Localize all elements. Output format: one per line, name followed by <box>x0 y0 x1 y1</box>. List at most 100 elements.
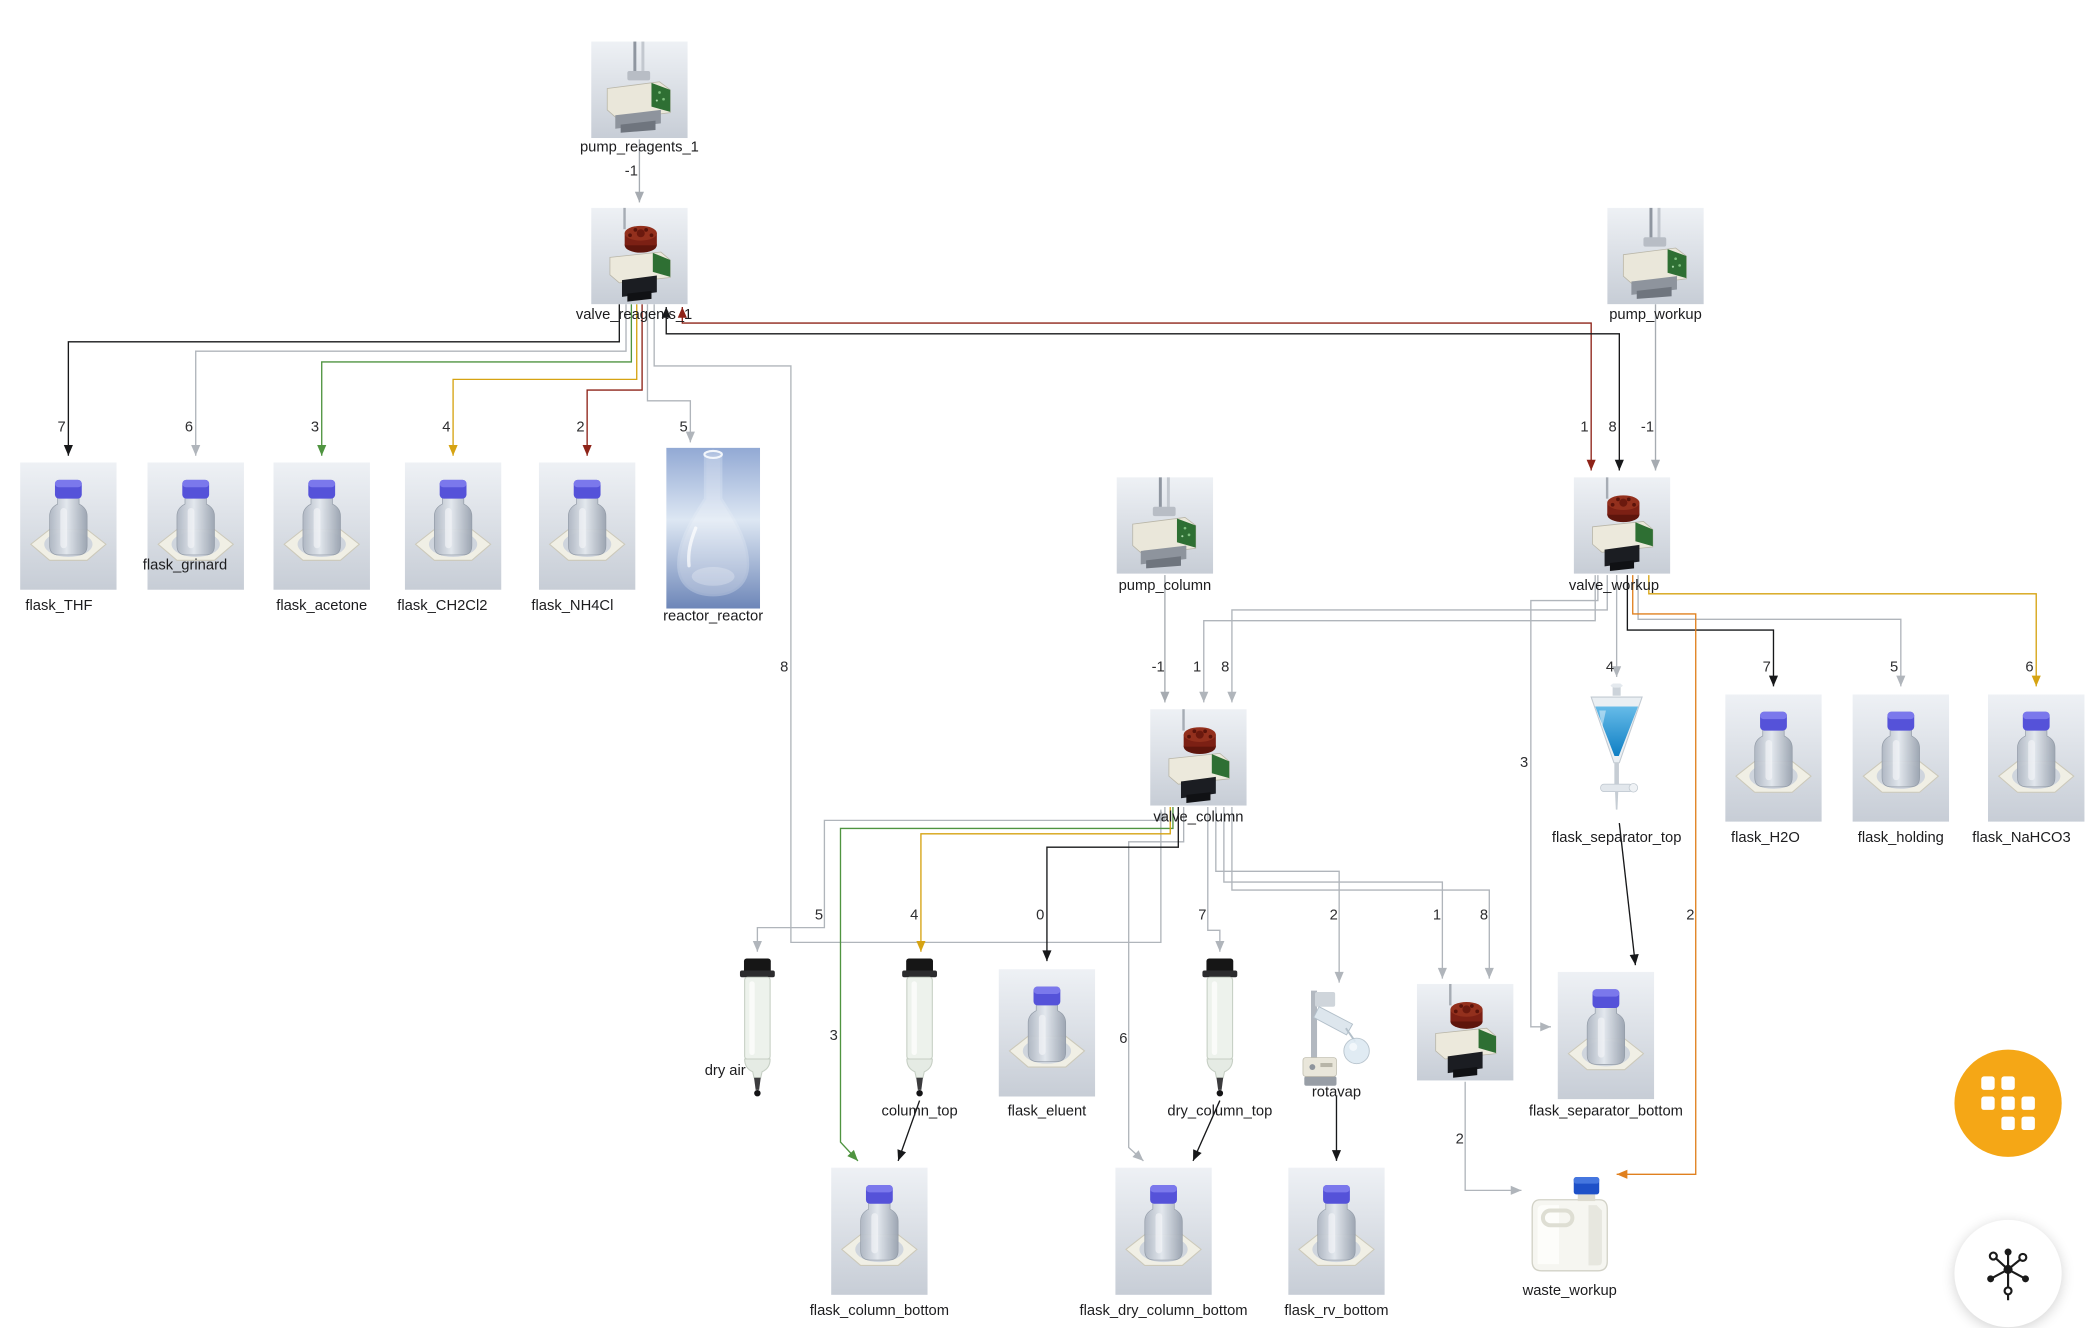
node-label-flask_grinard: flask_grinard <box>142 557 228 574</box>
arrowhead-icon <box>752 941 762 952</box>
flask-icon <box>1725 694 1822 821</box>
edge-valve_workup-waste_workup <box>1616 575 1697 1175</box>
arrowhead-icon <box>1156 809 1166 821</box>
node-label-flask_holding: flask_holding <box>1857 829 1944 846</box>
flask-icon <box>405 462 502 589</box>
edge-port-label: 8 <box>1221 660 1229 676</box>
node-flask_column_bottom[interactable] <box>831 1167 928 1294</box>
edge-port-label: 4 <box>910 908 918 924</box>
edge-valve_reagents_1-flask_THF <box>67 304 620 456</box>
node-flask_NaHCO3[interactable] <box>1988 694 2085 821</box>
arrowhead-icon <box>897 1149 907 1161</box>
arrowhead-icon <box>2031 675 2041 687</box>
node-waste_workup[interactable] <box>1527 1170 1613 1277</box>
node-flask_CH2Cl2[interactable] <box>405 462 502 589</box>
arrowhead-icon <box>1227 691 1237 703</box>
arrowhead-icon <box>1540 1022 1551 1032</box>
node-pump_workup[interactable] <box>1607 208 1704 305</box>
node-flask_THF[interactable] <box>20 462 117 589</box>
node-flask_separator_bottom[interactable] <box>1558 971 1655 1098</box>
node-valve_reagents_1[interactable] <box>591 208 688 305</box>
node-pump_column[interactable] <box>1117 477 1214 574</box>
node-label-pump_column: pump_column <box>1118 577 1212 594</box>
edge-port-label: 0 <box>1036 908 1044 924</box>
edge-port-label: 6 <box>2025 660 2033 676</box>
node-pump_reagents_1[interactable] <box>591 42 688 139</box>
edge-valve_workup-valve_column <box>1231 575 1608 703</box>
arrowhead-icon <box>448 445 458 456</box>
node-label-reactor_reactor: reactor_reactor <box>663 608 764 625</box>
node-reactor_reactor[interactable] <box>666 448 760 609</box>
arrowhead-icon <box>1614 459 1624 471</box>
edge-valve_column-flask_dry_column_bottom <box>1128 806 1185 1162</box>
node-label-valve_workup: valve_workup <box>1568 577 1660 594</box>
edge-valve_column-flask_eluent <box>1046 806 1179 962</box>
node-label-dry_column_top: dry_column_top <box>1167 1103 1273 1120</box>
edge-valve_reagents_1-reactor_reactor <box>646 304 692 443</box>
node-label-flask_column_bottom: flask_column_bottom <box>809 1302 950 1320</box>
node-label-flask_rv_bottom: flask_rv_bottom <box>1284 1302 1389 1320</box>
node-column_top[interactable] <box>897 957 943 1099</box>
apps-menu-button[interactable] <box>1954 1049 2062 1157</box>
edge-port-label: -1 <box>625 164 638 180</box>
node-rotavap[interactable] <box>1302 988 1372 1095</box>
flask-icon <box>1115 1167 1212 1294</box>
edge-port-label: 5 <box>1890 660 1898 676</box>
edge-port-label: 1 <box>1580 420 1588 436</box>
node-flask_rv_bottom[interactable] <box>1288 1167 1385 1294</box>
node-label-waste_workup: waste_workup <box>1522 1282 1617 1299</box>
flask-icon <box>273 462 370 589</box>
edge-port-label: -1 <box>1641 420 1654 436</box>
edge-valve_column-dry_air <box>756 806 1166 952</box>
node-valve_separator[interactable] <box>1417 984 1514 1081</box>
node-flask_NH4Cl[interactable] <box>539 462 636 589</box>
arrowhead-icon <box>63 445 73 456</box>
arrowhead-icon <box>1215 941 1225 952</box>
node-flask_holding[interactable] <box>1853 694 1950 821</box>
edge-valve_column-flask_column_bottom <box>839 806 1174 1162</box>
arrowhead-icon <box>1334 971 1344 983</box>
edge-valve_workup-flask_holding <box>1637 575 1902 687</box>
pump-icon <box>1117 477 1214 574</box>
edge-port-label: 6 <box>185 420 193 436</box>
valve-icon <box>1574 477 1671 574</box>
node-label-flask_separator_top: flask_separator_top <box>1551 829 1682 846</box>
valve-icon <box>591 208 688 305</box>
edge-valve_column-column_top <box>920 806 1171 952</box>
node-label-rotavap: rotavap <box>1311 1084 1362 1101</box>
waste-icon <box>1527 1170 1613 1277</box>
arrowhead-icon <box>1193 1149 1202 1161</box>
edge-port-label: 3 <box>830 1028 838 1044</box>
node-label-flask_separator_bottom: flask_separator_bottom <box>1528 1103 1683 1120</box>
node-flask_separator_top[interactable] <box>1582 684 1652 831</box>
node-flask_H2O[interactable] <box>1725 694 1822 821</box>
node-flask_acetone[interactable] <box>273 462 370 589</box>
node-valve_workup[interactable] <box>1574 477 1671 574</box>
pump-icon <box>1607 208 1704 305</box>
node-label-flask_H2O: flask_H2O <box>1731 829 1800 846</box>
arrowhead-icon <box>1629 954 1639 966</box>
node-valve_column[interactable] <box>1150 709 1247 806</box>
arrowhead-icon <box>1616 1169 1628 1179</box>
edge-valve_reagents_1-flask_NH4Cl <box>586 304 643 456</box>
node-label-flask_CH2Cl2: flask_CH2Cl2 <box>397 597 488 614</box>
arrowhead-icon <box>582 445 592 456</box>
arrowhead-icon <box>317 445 327 456</box>
flask-icon <box>1988 694 2085 821</box>
node-label-pump_workup: pump_workup <box>1609 306 1702 324</box>
arrowhead-icon <box>1437 967 1447 979</box>
edge-valve_separator-waste_workup <box>1464 1081 1522 1192</box>
arrowhead-icon <box>1199 691 1209 703</box>
arrowhead-icon <box>634 191 644 203</box>
arrowhead-icon <box>916 941 926 952</box>
sep-icon <box>1582 684 1652 831</box>
node-dry_column_top[interactable] <box>1197 957 1243 1099</box>
ai-assistant-button[interactable] <box>1954 1219 2062 1328</box>
flask-icon <box>1288 1167 1385 1294</box>
edge-valve_reagents_1-flask_CH2Cl2 <box>452 304 638 456</box>
node-flask_eluent[interactable] <box>999 969 1096 1096</box>
rotavap-icon <box>1302 988 1372 1095</box>
node-flask_dry_column_bottom[interactable] <box>1115 1167 1212 1294</box>
